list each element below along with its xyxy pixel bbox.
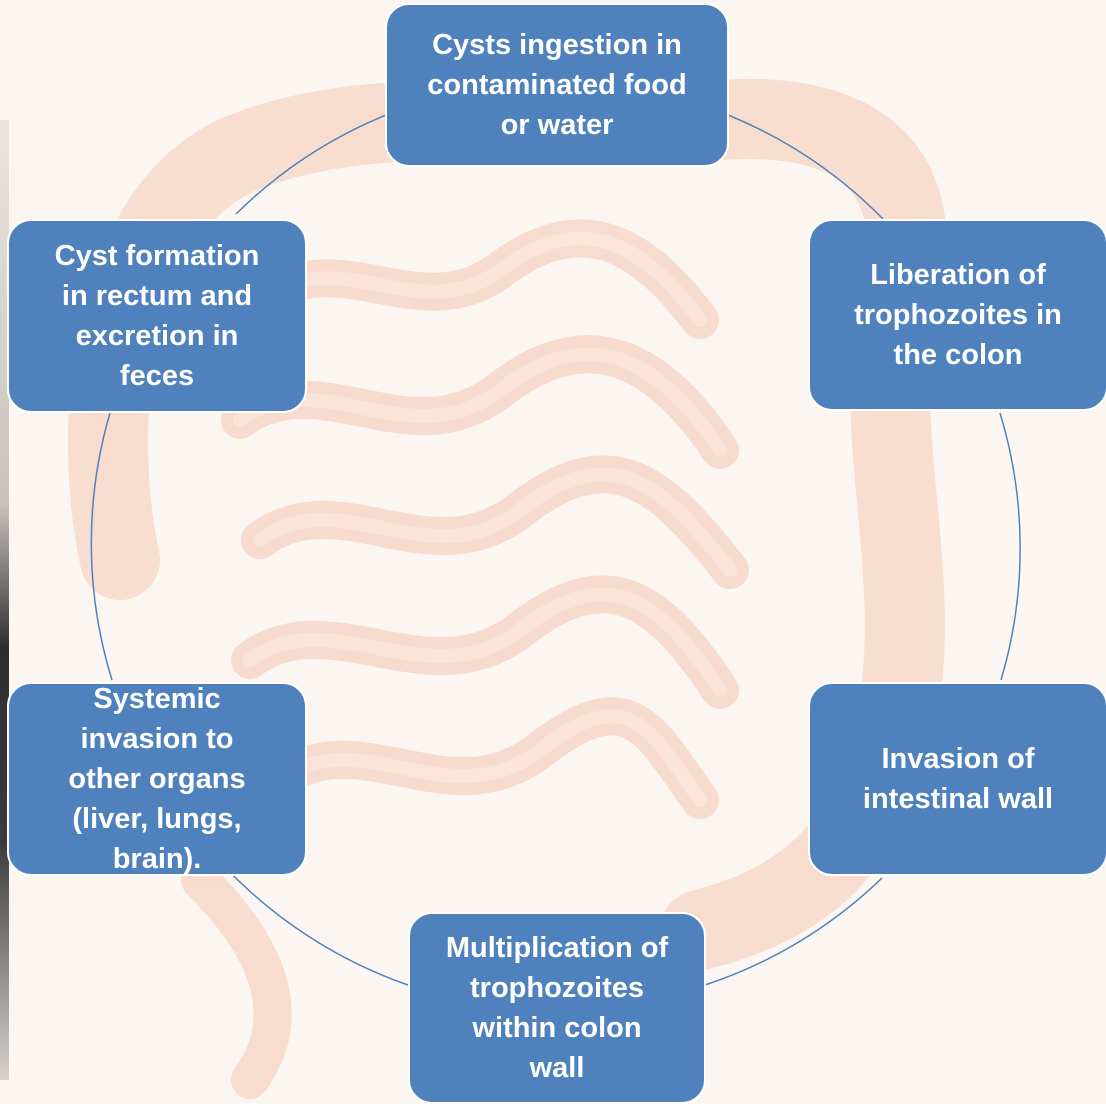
cycle-node-intestinal-wall-invasion: Invasion of intestinal wall (808, 682, 1106, 876)
connector-right-upper-to-right-lower (1000, 413, 1020, 680)
cycle-node-trophozoite-liberation: Liberation of trophozoites in the colon (808, 219, 1106, 411)
connector-bottom-to-left-lower (224, 866, 408, 985)
connector-top-to-right-upper (728, 115, 886, 222)
connector-right-lower-to-bottom (705, 878, 882, 985)
connector-left-lower-to-left-upper (91, 413, 112, 680)
cycle-node-systemic-invasion: Systemic invasion to other organs (liver… (7, 682, 307, 876)
cycle-node-cyst-ingestion: Cysts ingestion in contaminated food or … (385, 3, 729, 167)
connector-left-upper-to-top (236, 115, 386, 214)
cycle-node-trophozoite-multiplication: Multiplication of trophozoites within co… (408, 912, 706, 1104)
cycle-node-cyst-formation: Cyst formation in rectum and excretion i… (7, 219, 307, 413)
